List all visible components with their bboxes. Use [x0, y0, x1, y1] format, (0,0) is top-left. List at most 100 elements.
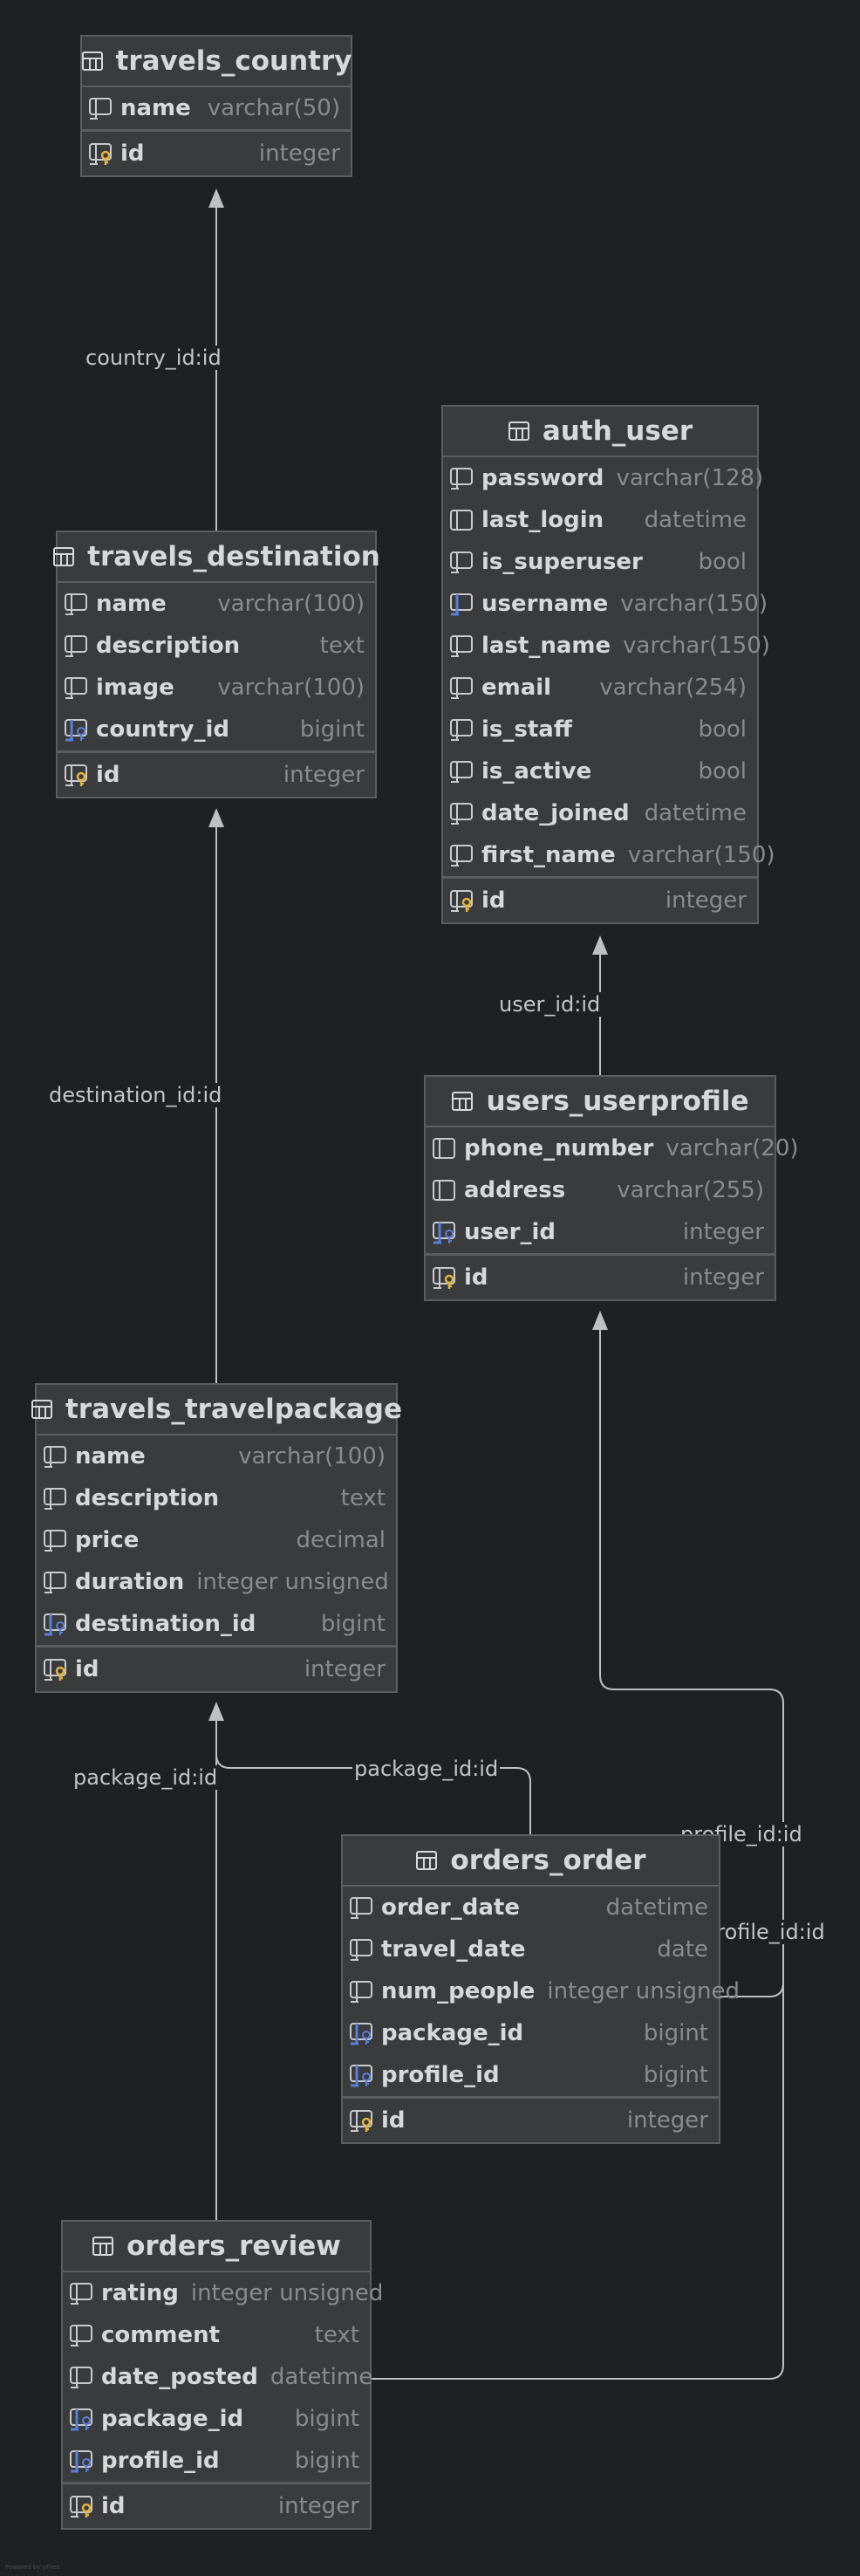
primary-key-row[interactable]: id integer	[343, 2096, 719, 2142]
column-type: bigint	[294, 2406, 359, 2432]
arrowhead-user	[592, 935, 608, 955]
table-icon	[52, 545, 87, 568]
table-header[interactable]: orders_review	[63, 2222, 370, 2272]
column-type: varchar(150)	[627, 842, 775, 868]
column-name: id	[120, 140, 145, 167]
column-type: varchar(20)	[665, 1135, 799, 1161]
column-name: package_id	[381, 2020, 524, 2046]
column-icon	[63, 591, 96, 617]
foreign-key-icon	[68, 2448, 101, 2474]
table-icon	[415, 1849, 450, 1872]
column-type: varchar(50)	[207, 95, 340, 121]
column-type: bool	[698, 549, 747, 575]
column-icon	[448, 716, 481, 743]
column-type: bool	[698, 716, 747, 743]
column-type: varchar(150)	[623, 633, 770, 659]
edge-order-profile	[720, 1982, 784, 1997]
column-type: integer	[626, 2107, 708, 2134]
primary-key-icon	[431, 1264, 464, 1291]
column-name: num_people	[381, 1978, 536, 2004]
table-header[interactable]: travels_destination	[53, 532, 380, 583]
column-row-name[interactable]: name varchar(50)	[82, 87, 351, 129]
column-icon	[448, 842, 481, 868]
column-name: id	[101, 2493, 126, 2519]
arrowhead-profile	[592, 1311, 608, 1330]
column-type: integer	[283, 762, 365, 788]
column-name: username	[481, 591, 609, 617]
edge-label-review-package: package_id:id	[72, 1765, 220, 1790]
table-header[interactable]: auth_user	[443, 407, 757, 457]
edge-label-user: user_id:id	[497, 992, 603, 1017]
table-header[interactable]: orders_order	[343, 1836, 719, 1887]
column-name: password	[481, 465, 604, 491]
column-type: integer unsigned	[190, 2280, 384, 2306]
column-icon	[448, 633, 481, 659]
column-name: description	[75, 1485, 220, 1511]
arrowhead-package	[208, 1702, 224, 1721]
column-type: datetime	[644, 800, 747, 826]
column-row-travel-date[interactable]: travel_date date	[343, 1929, 719, 1970]
column-name: name	[120, 95, 191, 121]
table-header[interactable]: travels_travelpackage	[31, 1385, 402, 1435]
column-row-num-people[interactable]: num_people integer unsigned	[343, 1970, 740, 2012]
column-name: travel_date	[381, 1936, 526, 1963]
column-type: integer unsigned	[547, 1978, 740, 2004]
edge-label-country: country_id:id	[84, 346, 223, 370]
column-type: date	[657, 1936, 708, 1963]
primary-key-icon	[68, 2493, 101, 2519]
column-icon	[42, 1485, 75, 1511]
table-header[interactable]: travels_country	[81, 37, 352, 87]
edge-label-order-profile: profile_id:id	[701, 1920, 827, 1944]
foreign-key-icon	[42, 1611, 75, 1637]
table-header[interactable]: users_userprofile	[426, 1077, 775, 1127]
column-icon	[68, 2364, 101, 2390]
column-type: decimal	[296, 1527, 386, 1553]
column-icon	[63, 633, 96, 659]
column-name: id	[381, 2107, 406, 2134]
column-icon	[42, 1569, 75, 1595]
